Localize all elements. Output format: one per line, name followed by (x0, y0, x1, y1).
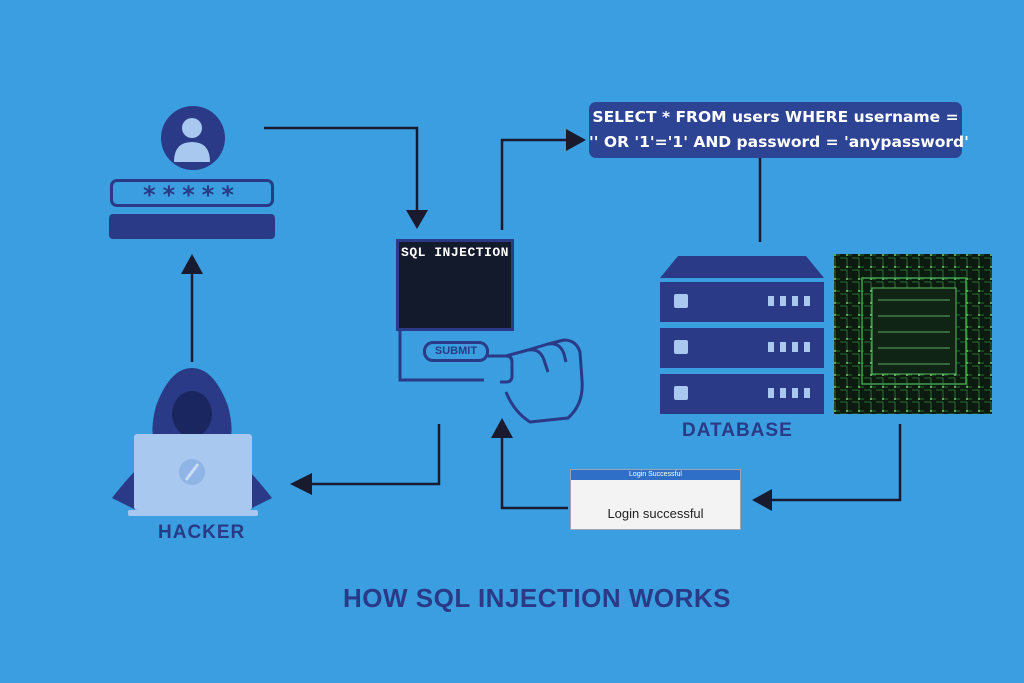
arrowhead-down (406, 210, 428, 229)
page-title: HOW SQL INJECTION WORKS (342, 583, 732, 613)
arrow-injection-to-query (500, 138, 568, 230)
dialog-title: Login Successful (571, 470, 740, 480)
hacker-label: HACKER (158, 522, 246, 543)
sql-query-box: SELECT * FROM users WHERE username = '' … (589, 102, 969, 158)
arrowhead-right (566, 129, 586, 151)
arrowhead-up (181, 254, 203, 274)
user-avatar-icon (161, 106, 225, 170)
login-button[interactable] (109, 214, 275, 239)
password-field[interactable]: ***** (110, 179, 274, 208)
database-label: DATABASE (682, 420, 793, 441)
hand-pointer-icon (488, 338, 584, 424)
arrow-injection-to-hacker (310, 424, 441, 486)
sql-injection-title: SQL INJECTION (401, 245, 509, 260)
arrow-db-to-dialog (770, 424, 902, 502)
sql-query-line-2: '' OR '1'='1' AND password = 'anypasswor… (589, 133, 969, 151)
login-dialog: Login Successful Login successful (570, 469, 741, 530)
server-icon (660, 256, 824, 414)
arrow-dialog-to-injection (500, 436, 568, 510)
laptop-icon (128, 434, 258, 516)
submit-button[interactable]: SUBMIT (423, 341, 489, 362)
sql-query-line-1: SELECT * FROM users WHERE username = (592, 108, 959, 126)
arrow-form-to-injection (264, 126, 419, 214)
dialog-message: Login successful (607, 506, 704, 521)
arrowhead-up (491, 418, 513, 438)
circuit-board-image (834, 254, 992, 414)
arrowhead-left (752, 489, 772, 511)
submit-panel-outline (398, 331, 484, 382)
arrowhead-left (290, 473, 312, 495)
sql-injection-card (396, 239, 514, 331)
